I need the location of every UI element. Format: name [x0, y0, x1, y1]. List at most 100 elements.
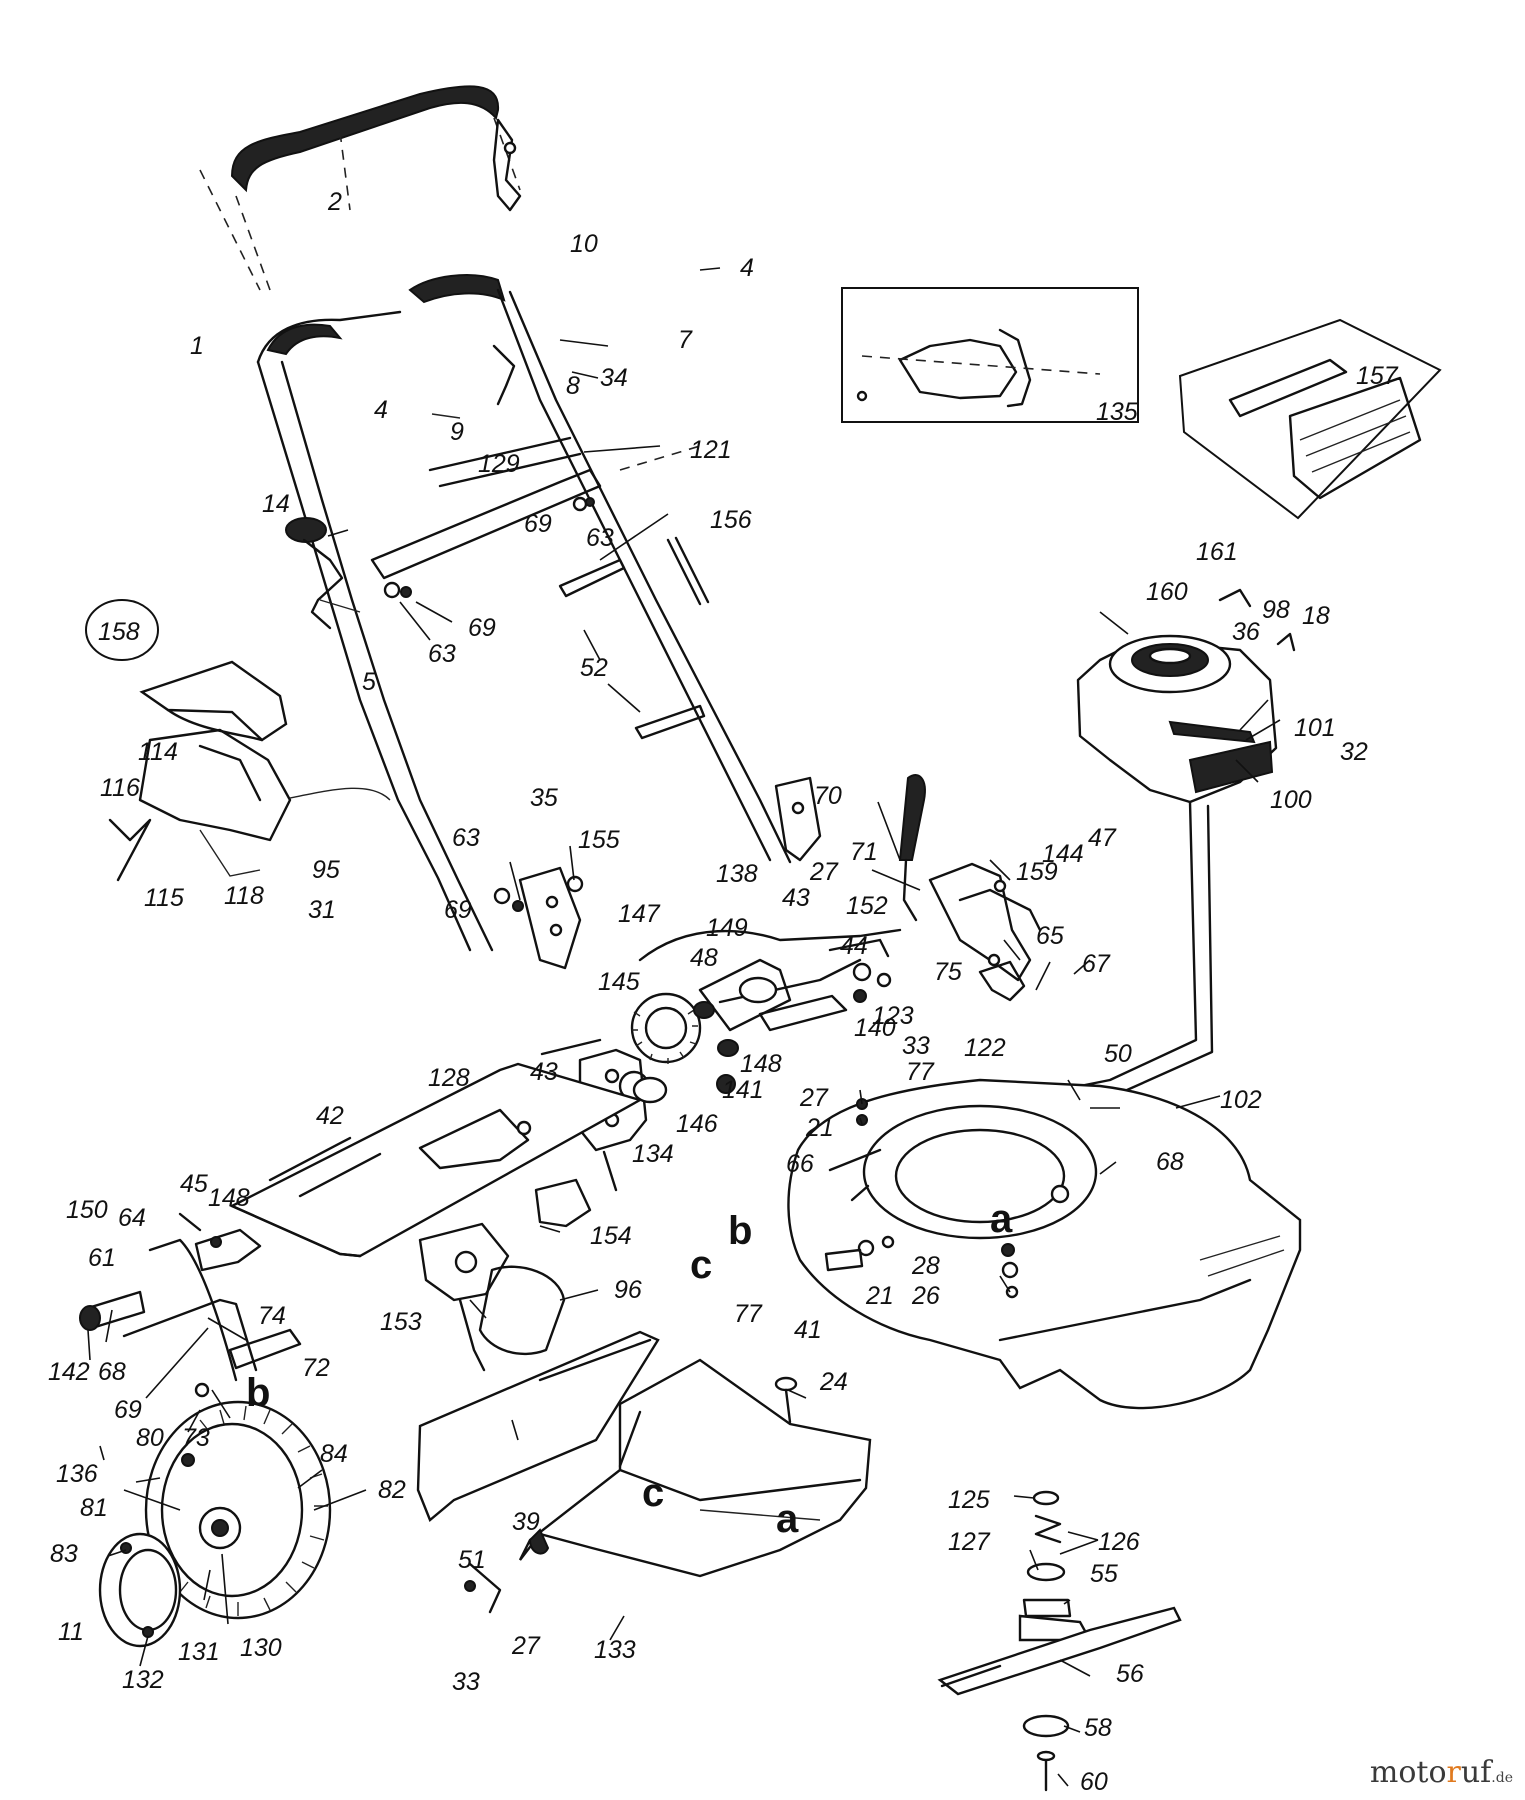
label-101: 101	[1294, 714, 1336, 742]
label-159: 159	[1016, 858, 1058, 886]
label-63: 63	[452, 824, 480, 852]
catcher-frame-158	[85, 599, 391, 882]
label-142: 142	[48, 1358, 90, 1386]
label-9: 9	[450, 418, 464, 446]
label-44: 44	[840, 932, 868, 960]
label-4: 4	[740, 254, 754, 282]
label-5: 5	[362, 668, 376, 696]
lower-handle-frame	[256, 274, 792, 952]
label-58: 58	[1084, 1714, 1112, 1742]
label-56: 56	[1116, 1660, 1144, 1688]
label-114: 114	[138, 738, 178, 766]
label-61: 61	[88, 1244, 116, 1272]
label-116: 116	[100, 774, 140, 802]
handle-fasteners	[383, 445, 701, 912]
label-1: 1	[190, 332, 204, 360]
label-125: 125	[948, 1486, 990, 1514]
label-118: 118	[224, 882, 264, 910]
handle-bolt-9	[431, 344, 516, 419]
label-69: 69	[468, 614, 496, 642]
label-72: 72	[302, 1354, 330, 1382]
label-10: 10	[570, 230, 598, 258]
label-145: 145	[598, 968, 640, 996]
brand-name-end: uf	[1460, 1755, 1492, 1790]
label-65: 65	[1036, 922, 1064, 950]
label-68: 68	[98, 1358, 126, 1386]
cable-guide-156	[666, 536, 710, 606]
label-149: 149	[706, 914, 748, 942]
label-96: 96	[614, 1276, 642, 1304]
label-138: 138	[716, 860, 758, 888]
label-2: 2	[327, 188, 342, 216]
label-160: 160	[1146, 578, 1188, 606]
label-82: 82	[378, 1476, 406, 1504]
label-128: 128	[428, 1064, 470, 1092]
part-labels: 2 1 4 10 4 7 8 34 9 129 121 14 69 63 156…	[48, 188, 1399, 1796]
label-4: 4	[374, 396, 388, 424]
label-156: 156	[710, 506, 752, 534]
label-43: 43	[782, 884, 810, 912]
wheel-cap-11	[98, 1532, 182, 1648]
drive-gear-147	[630, 992, 702, 1064]
label-100: 100	[1270, 786, 1312, 814]
brand-name-r: r	[1446, 1755, 1461, 1790]
label-33: 33	[452, 1668, 480, 1696]
chute-bolt-24	[774, 1376, 798, 1424]
label-31: 31	[308, 896, 336, 924]
chute-flap-96	[478, 1265, 566, 1356]
label-32: 32	[1340, 738, 1368, 766]
label-41: 41	[794, 1316, 822, 1344]
label-153: 153	[380, 1308, 422, 1336]
label-66: 66	[786, 1150, 814, 1178]
label-7: 7	[678, 326, 693, 354]
callout-a: a	[990, 1197, 1013, 1241]
lever-bracket-65	[928, 862, 1042, 1002]
label-51: 51	[458, 1546, 486, 1574]
bracket-154	[534, 1178, 592, 1228]
label-26: 26	[911, 1282, 940, 1310]
label-70: 70	[814, 782, 842, 810]
label-71: 71	[850, 838, 878, 866]
label-81: 81	[80, 1494, 108, 1522]
label-161: 161	[1196, 538, 1238, 566]
label-135: 135	[1096, 398, 1138, 426]
label-75: 75	[934, 958, 962, 986]
label-39: 39	[512, 1508, 540, 1536]
label-21: 21	[805, 1114, 834, 1142]
upper-handle-clamp	[492, 118, 522, 212]
label-95: 95	[312, 856, 340, 884]
label-21: 21	[865, 1282, 894, 1310]
callout-b: b	[728, 1209, 752, 1253]
label-155: 155	[578, 826, 620, 854]
label-154: 154	[590, 1222, 632, 1250]
label-74: 74	[258, 1302, 286, 1330]
rear-cover-42	[229, 1062, 644, 1258]
label-123: 123	[872, 1002, 914, 1030]
label-150: 150	[66, 1196, 108, 1224]
label-115: 115	[144, 884, 184, 912]
label-11: 11	[58, 1618, 84, 1646]
handle-lower-ends	[518, 776, 822, 970]
letter-callouts: a b c b c a	[246, 1197, 1013, 1541]
label-126: 126	[1098, 1528, 1140, 1556]
label-98: 98	[1262, 596, 1290, 624]
label-140: 140	[854, 1014, 896, 1042]
label-55: 55	[1090, 1560, 1118, 1588]
label-158: 158	[98, 618, 140, 646]
label-33: 33	[902, 1032, 930, 1060]
label-141: 141	[722, 1076, 764, 1104]
brand-watermark: motoruf.de	[1370, 1755, 1513, 1790]
label-77: 77	[906, 1058, 935, 1086]
label-83: 83	[50, 1540, 78, 1568]
callout-a: a	[776, 1497, 799, 1541]
label-43: 43	[530, 1058, 558, 1086]
label-35: 35	[530, 784, 558, 812]
label-129: 129	[478, 450, 520, 478]
upper-handle-bar	[199, 85, 521, 291]
callout-b: b	[246, 1371, 270, 1415]
label-8: 8	[566, 372, 580, 400]
label-68: 68	[1156, 1148, 1184, 1176]
label-64: 64	[118, 1204, 146, 1232]
label-52: 52	[580, 654, 608, 682]
